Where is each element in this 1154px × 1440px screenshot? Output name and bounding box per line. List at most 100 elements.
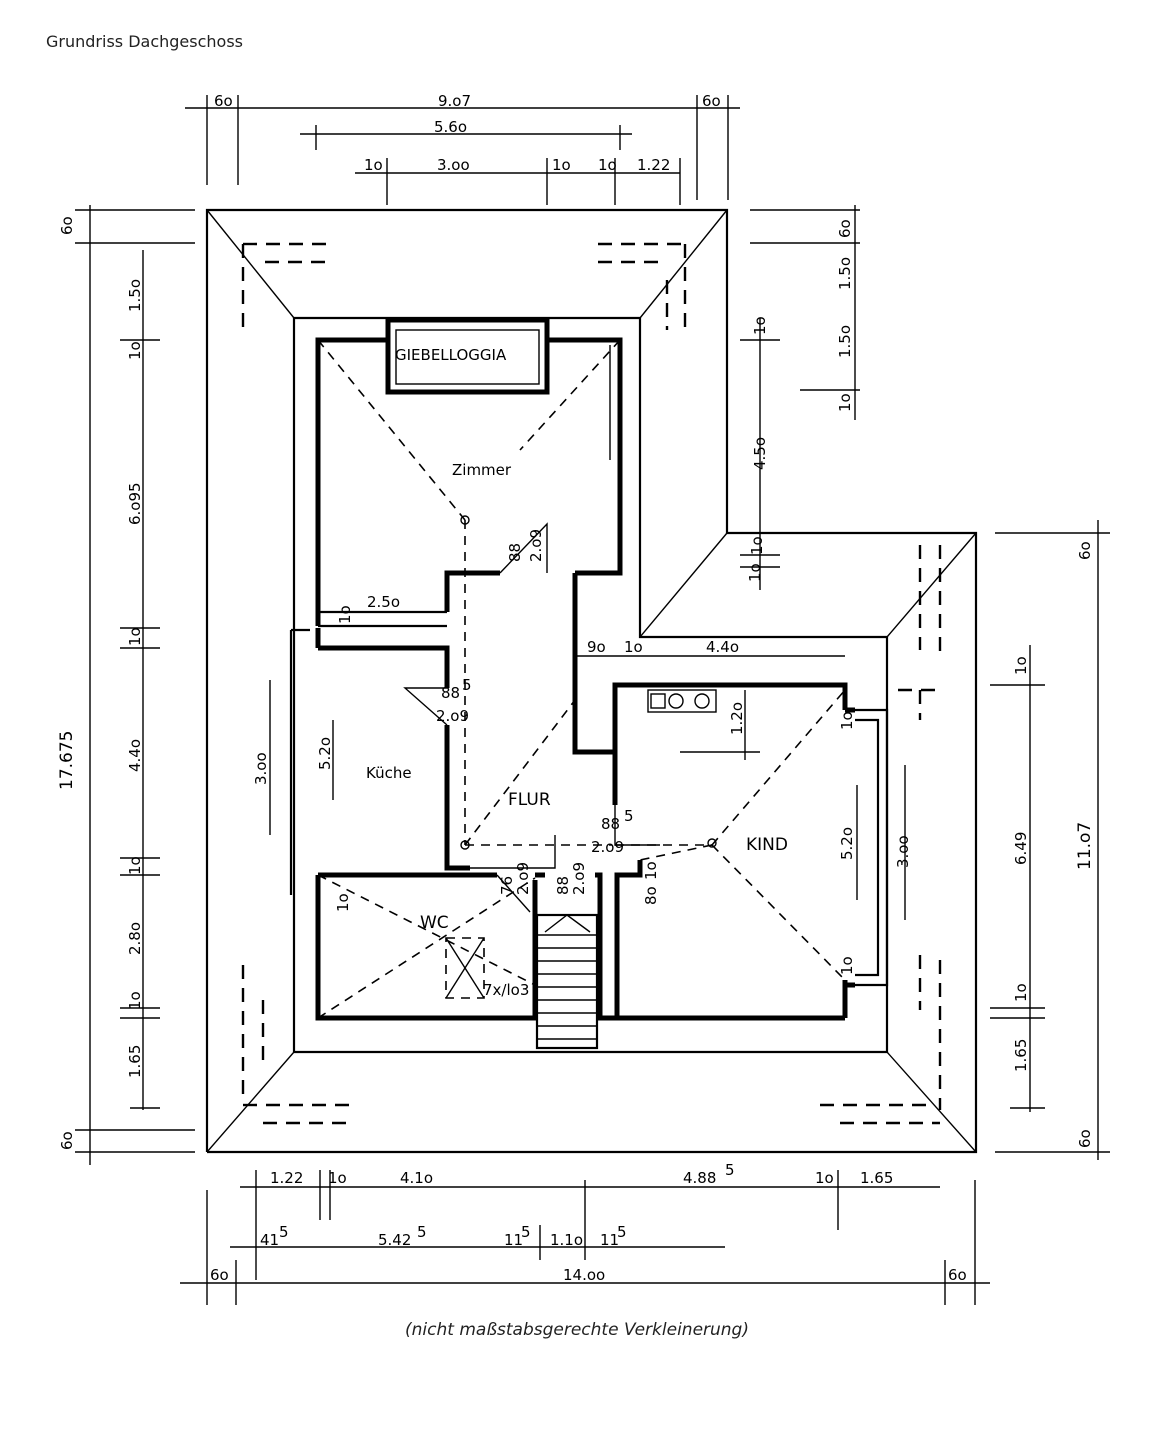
dim-bottom-10: 1.1o [550, 1231, 583, 1249]
door-width-kueche: 88 [441, 684, 460, 702]
door-height-kueche: 2.o9 [436, 707, 469, 725]
dim-left-11: 6o [58, 1131, 76, 1150]
dim-bottom-8: 5.42 [378, 1231, 411, 1249]
dim-inner-1: 2.5o [367, 593, 400, 611]
dim-left-1: 6o [58, 216, 76, 235]
dim-right-6: 1o [748, 536, 766, 555]
dim-top-8: 1o [598, 156, 617, 174]
dim-left-7: 1o [126, 856, 144, 875]
dim-inner-14: 8o [642, 886, 660, 905]
dim-inner-11: 1o [838, 711, 856, 730]
door-label-wc: 76 2.o9 [498, 862, 532, 895]
dim-bottom-4: 4.88 [683, 1169, 716, 1187]
dim-top-1: 6o [214, 92, 233, 110]
door-height-kind: 2.o9 [591, 838, 624, 856]
dim-top-5: 1o [364, 156, 383, 174]
dim-left-5: 1o [126, 627, 144, 646]
dim-bottom-13: 14.oo [563, 1266, 605, 1284]
dim-left-10: 1.65 [126, 1045, 144, 1078]
dim-top-6: 3.oo [437, 156, 470, 174]
door-label-zimmer: 88 2.o9 [506, 529, 545, 562]
dim-left-4: 6.o95 [126, 482, 144, 525]
door-sup-kueche: 5 [462, 676, 472, 694]
door-width-kind: 88 [601, 815, 620, 833]
dim-bottom-9: 11 [504, 1231, 523, 1249]
walls [289, 317, 889, 1021]
dim-bottom-3: 4.1o [400, 1169, 433, 1187]
dim-top-9: 1.22 [637, 156, 670, 174]
dim-inner-16: 1o [746, 563, 764, 582]
dim-inner-9: 5.2o [838, 827, 856, 860]
door-width-wc: 76 [498, 876, 516, 895]
door-symbols [403, 522, 717, 999]
door-label-stairs: 88 2.o9 [554, 862, 588, 895]
roof-dashed-lines [241, 242, 942, 1125]
dim-inner-10: 3.oo [894, 835, 912, 868]
dim-bottom-8-sup: 5 [417, 1223, 427, 1241]
dim-inner-6: 3.oo [252, 752, 270, 785]
dim-bottom-9-sup: 5 [521, 1223, 531, 1241]
dim-right-11: 1.65 [1012, 1039, 1030, 1072]
dim-inner-2: 1o [336, 605, 354, 624]
drawing-title: Grundriss Dachgeschoss [46, 32, 243, 51]
dim-top-3: 6o [702, 92, 721, 110]
dim-right-5: 4.5o [751, 437, 769, 470]
dim-left-total: 17.675 [57, 731, 77, 790]
dim-top-7: 1o [552, 156, 571, 174]
dim-left-8: 2.8o [126, 922, 144, 955]
dim-inner-12: 1o [838, 956, 856, 975]
dim-bottom-1: 1.22 [270, 1169, 303, 1187]
door-height-wc: 2.o9 [514, 862, 532, 895]
room-label-giebelloggia: GIEBELLOGGIA [395, 346, 507, 364]
dim-right-8: 1o [1012, 656, 1030, 675]
dim-right-9: 6.49 [1012, 832, 1030, 865]
dim-inner-3: 9o [587, 638, 606, 656]
dim-right-4: 1o [836, 393, 854, 412]
dim-top-4: 5.6o [434, 118, 467, 136]
dim-right-total: 11.o7 [1075, 822, 1095, 870]
dimension-lines [75, 95, 1110, 1305]
door-sup-kind: 5 [624, 807, 634, 825]
door-height-zimmer: 2.o9 [527, 529, 545, 562]
dim-inner-15: 1o [642, 861, 660, 880]
dim-inner-8: 1.2o [728, 702, 746, 735]
dim-right-6b: 1o [751, 316, 769, 335]
room-label-flur: FLUR [508, 790, 551, 810]
dim-left-3: 1o [126, 341, 144, 360]
dim-inner-7: 5.2o [316, 737, 334, 770]
dim-left-2: 1.5o [126, 279, 144, 312]
dim-bottom-4-sup: 5 [725, 1161, 735, 1179]
scale-note: (nicht maßstabsgerechte Verkleinerung) [405, 1320, 749, 1340]
dim-inner-13: 1o [334, 893, 352, 912]
dim-inner-5: 4.4o [706, 638, 739, 656]
dim-left-6: 4.4o [126, 739, 144, 772]
dim-bottom-6: 1.65 [860, 1169, 893, 1187]
dim-top-2: 9.o7 [438, 92, 471, 110]
room-label-kueche: Küche [366, 764, 412, 782]
dim-bottom-14: 6o [948, 1266, 967, 1284]
dim-right-1: 6o [836, 219, 854, 238]
dim-right-7: 6o [1076, 541, 1094, 560]
dim-bottom-2: 1o [328, 1169, 347, 1187]
stairs [535, 913, 599, 1050]
room-label-kind: KIND [746, 835, 788, 855]
dim-bottom-12: 6o [210, 1266, 229, 1284]
door-width-stairs: 88 [554, 876, 572, 895]
dim-left-9: 1o [126, 991, 144, 1010]
roof-outline [205, 208, 978, 1154]
wc-fixture-label: 7x/lo3 [483, 981, 529, 999]
dim-bottom-7-sup: 5 [279, 1223, 289, 1241]
dim-right-10: 1o [1012, 983, 1030, 1002]
door-width-zimmer: 88 [506, 543, 524, 562]
door-height-stairs: 2.o9 [570, 862, 588, 895]
room-label-wc: WC [420, 913, 449, 933]
dim-bottom-5: 1o [815, 1169, 834, 1187]
dim-bottom-7: 41 [260, 1231, 279, 1249]
dim-bottom-11-sup: 5 [617, 1223, 627, 1241]
room-label-zimmer: Zimmer [452, 461, 512, 479]
dim-right-2: 1.5o [836, 257, 854, 290]
dim-right-3: 1.5o [836, 325, 854, 358]
dim-inner-4: 1o [624, 638, 643, 656]
dim-right-12: 6o [1076, 1129, 1094, 1148]
dim-bottom-11: 11 [600, 1231, 619, 1249]
